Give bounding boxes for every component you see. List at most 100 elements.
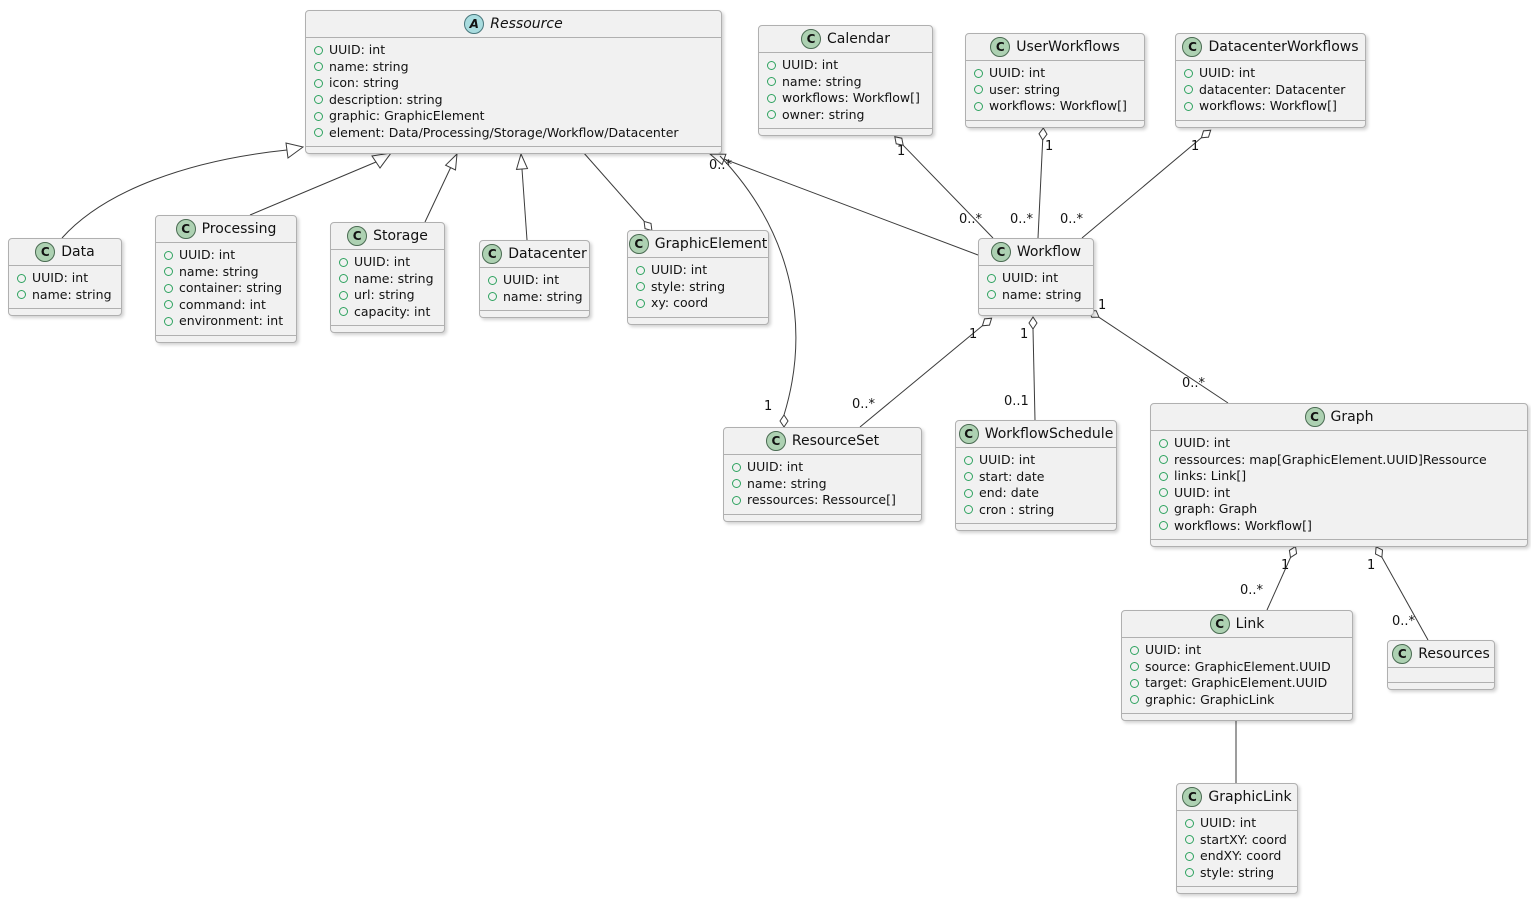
edge-workflow-aggregates-resourceset [859,317,993,428]
attribute-text: workflows: Workflow[] [782,90,920,105]
attribute-row: UUID: int [987,270,1085,287]
class-spot-icon: C [1304,407,1325,427]
edge-data-extends-ressource [61,142,305,239]
field-visibility-icon [636,265,645,275]
attribute-text: source: GraphicElement.UUID [1145,658,1331,674]
methods-section [156,336,296,342]
methods-section [628,318,768,324]
class-header: C Link [1122,611,1352,638]
class-name: Calendar [827,31,890,47]
attribute-row: UUID: int [1130,642,1344,659]
field-visibility-icon [1159,438,1168,448]
attribute-text: style: string [1200,864,1275,880]
multiplicity-label: 0..* [1392,614,1416,629]
field-visibility-icon [1130,645,1139,655]
attribute-row: xy: coord [636,295,760,312]
class-header: C Workflow [979,239,1093,266]
field-visibility-icon [17,290,26,300]
methods-section [331,326,444,332]
abstract-class-spot-icon: A [464,14,485,34]
attribute-text: user: string [989,81,1061,97]
attribute-row: UUID: int [1185,815,1289,832]
edge-workflow-aggregates-graph [1088,310,1229,404]
class-header: C Resources [1388,641,1494,668]
class-name: UserWorkflows [1016,39,1120,55]
attribute-row: UUID: int [1159,485,1519,502]
multiplicity-label: 0..* [1182,376,1206,391]
attribute-row: UUID: int [164,247,288,264]
attribute-text: name: string [329,58,409,74]
field-visibility-icon [488,275,497,285]
class-spot-icon: C [1182,37,1203,57]
class-spot-icon: C [990,242,1011,262]
attribute-row: start: date [964,469,1108,486]
attribute-text: endXY: coord [1200,848,1282,863]
attribute-text: UUID: int [782,57,839,72]
attribute-row: cron : string [964,502,1108,519]
multiplicity-label: 0..* [709,158,733,173]
class-spot-icon: C [35,242,56,262]
attribute-text: name: string [1002,286,1082,302]
attribute-row: workflows: Workflow[] [1159,518,1519,535]
methods-section [966,121,1144,127]
attribute-row: name: string [314,59,713,76]
field-visibility-icon [339,257,348,267]
methods-section [724,515,921,521]
multiplicity-label: 1 [764,399,773,414]
attribute-row: graphic: GraphicLink [1130,692,1344,709]
class-spot-icon: C [1182,787,1203,807]
attribute-text: cron : string [979,501,1055,517]
edge-datacenter-extends-ressource [515,152,529,241]
field-visibility-icon [314,78,323,88]
field-visibility-icon [767,60,776,70]
field-visibility-icon [732,462,741,472]
class-spot-icon: C [1209,614,1230,634]
field-visibility-icon [1184,68,1193,78]
field-visibility-icon [1130,678,1139,688]
attribute-text: workflows: Workflow[] [1174,517,1312,533]
attribute-text: workflows: Workflow[] [989,98,1127,113]
class-spot-icon: C [175,219,196,239]
field-visibility-icon [1130,662,1139,672]
attribute-text: UUID: int [503,272,560,287]
multiplicity-label: 1 [1045,139,1054,154]
field-visibility-icon [636,282,645,292]
class-name: ResourceSet [791,433,880,449]
class-spot-icon: C [765,431,786,451]
edge-userworkflows-aggregates-workflow [1037,127,1048,239]
class-name: Ressource [490,16,563,32]
attribute-text: name: string [179,263,259,279]
class-name: GraphicLink [1208,789,1292,805]
attribute-row: graphic: GraphicElement [314,108,713,125]
attribute-row: name: string [732,476,913,493]
attribute-text: style: string [651,278,726,294]
field-visibility-icon [964,455,973,465]
attribute-row: workflows: Workflow[] [1184,98,1357,115]
class-header: C Graph [1151,404,1527,431]
field-visibility-icon [987,290,996,300]
class-header: C WorkflowSchedule [956,421,1116,448]
methods-section [306,147,721,153]
edge-workflow-extends-ressource [708,153,979,256]
attribute-text: UUID: int [32,270,89,285]
class-spot-icon: C [801,29,822,49]
attribute-text: UUID: int [1174,435,1231,450]
class-name: WorkflowSchedule [984,426,1114,442]
edge-calendar-aggregates-workflow [894,136,994,239]
field-visibility-icon [767,93,776,103]
attribute-text: environment: int [179,313,284,328]
methods-section [1388,683,1494,689]
attribute-row: UUID: int [488,272,581,289]
attribute-text: UUID: int [979,452,1036,467]
attribute-row: UUID: int [974,65,1136,82]
field-visibility-icon [164,316,173,326]
attribute-text: UUID: int [354,254,411,269]
attribute-row: UUID: int [1184,65,1357,82]
class-resources: C Resources [1387,640,1495,690]
attribute-text: UUID: int [1002,270,1059,285]
